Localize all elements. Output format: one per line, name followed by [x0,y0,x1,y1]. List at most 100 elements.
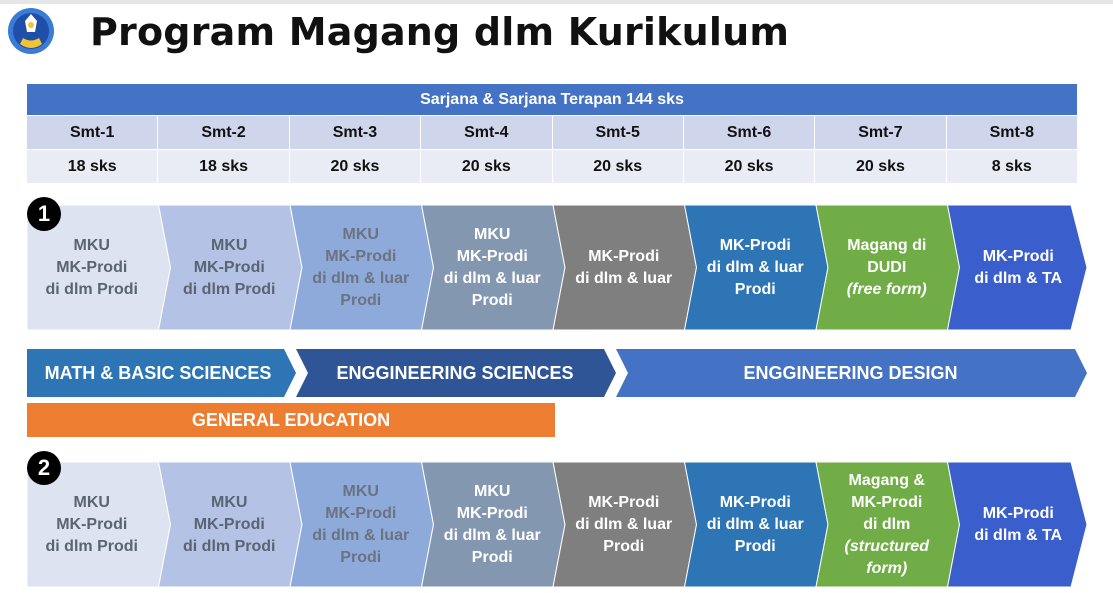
flow-block-line: Magang & [848,471,925,489]
sks-cell: 20 sks [552,150,684,183]
scheme-2-number-badge: 2 [27,451,61,485]
flow-block-line: Prodi [734,537,776,555]
sks-cell: 20 sks [815,150,947,183]
math-band [27,349,296,397]
flow-block-line: di dlm & luar [443,526,541,544]
flow-block-line: MK-Prodi [719,493,791,511]
flow-block-line: MKU [211,493,248,511]
flow-block-8: MK-Prodi di dlm & TA [954,462,1084,587]
flow-block-line: (structured [844,537,929,555]
flow-block-line: Prodi [471,291,513,309]
engineering-design-band-label: ENGGINEERING DESIGN [743,362,958,383]
math-band-label: MATH & BASIC SCIENCES [44,362,272,383]
flow-block-line: MKU [474,225,511,243]
flow-block-line: di dlm Prodi [45,537,138,555]
flow-block-line: di dlm & luar [706,515,804,533]
flow-block-line: MK-Prodi [982,504,1054,522]
sks-cell: 20 sks [421,150,553,183]
flow-block-line: MK-Prodi [193,515,265,533]
program-header: Sarjana & Sarjana Terapan 144 sks [27,84,1077,115]
flow-block-line: MKU [342,482,379,500]
flow-block-line: DUDI [867,258,907,276]
sks-row: 18 sks 18 sks 20 sks 20 sks 20 sks 20 sk… [27,150,1077,183]
flow-block-5: MK-Prodi di dlm & luar [559,205,689,330]
flow-block-1: MKU MK-Prodi di dlm Prodi [27,462,157,587]
flow-block-line: di dlm Prodi [183,537,276,555]
flow-block-line: di dlm & luar [312,526,410,544]
flow-block-line: MKU [474,482,511,500]
semester-cell: Smt-1 [27,116,159,149]
semester-cell: Smt-2 [158,116,290,149]
semester-cell: Smt-3 [289,116,422,149]
engineering-sciences-band [296,349,616,397]
semester-cell: Smt-4 [421,116,553,149]
flow-block-line: di dlm Prodi [183,280,276,298]
flow-block-line: MKU [73,236,110,254]
flow-block-line: (free form) [846,280,927,298]
flow-block-line: Prodi [603,537,645,555]
semester-cell: Smt-5 [552,116,684,149]
sks-cell: 18 sks [27,150,159,183]
flow-block-line: di dlm & TA [974,526,1063,544]
flow-block-line: MK-Prodi [719,236,791,254]
flow-block-line: MK-Prodi [325,247,397,265]
general-education-band: GENERAL EDUCATION [27,403,555,437]
semester-row: Smt-1 Smt-2 Smt-3 Smt-4 Smt-5 Smt-6 Smt-… [27,116,1077,149]
sks-cell: 18 sks [158,150,290,183]
page-title: Program Magang dlm Kurikulum [90,10,790,54]
logo-icon [8,8,54,54]
flow-block-shape [946,461,1088,588]
flow-block-2: MKU MK-Prodi di dlm Prodi [165,462,295,587]
flow-block-line: di dlm & luar [575,269,673,287]
top-divider [0,0,1113,4]
flow-block-line: di dlm & luar [706,258,804,276]
flow-block-line: di dlm & luar [575,515,673,533]
flow-block-line: MK-Prodi [56,515,128,533]
flow-block-line: di dlm & TA [974,269,1063,287]
flow-block-line: di dlm & luar [312,269,410,287]
sks-cell: 20 sks [683,150,816,183]
flow-block-2: MKU MK-Prodi di dlm Prodi [165,205,295,330]
scheme-1-number-badge: 1 [27,197,61,231]
flow-block-1: MKU MK-Prodi di dlm Prodi [27,205,157,330]
flow-block-line: MK-Prodi [193,258,265,276]
flow-block-line: MK-Prodi [325,504,397,522]
flow-block-line: Prodi [340,548,382,566]
flow-block-line: Prodi [340,291,382,309]
flow-block-line: MK-Prodi [588,247,660,265]
flow-block-shape [946,204,1088,331]
sks-cell: 8 sks [946,150,1077,183]
flow-block-line: MK-Prodi [588,493,660,511]
semester-cell: Smt-8 [946,116,1077,149]
flow-block-line: di dlm [863,515,911,533]
flow-block-line: Magang di [847,236,927,254]
engineering-sciences-band-label: ENGGINEERING SCIENCES [336,362,574,383]
sks-cell: 20 sks [289,150,422,183]
flow-block-line: MKU [342,225,379,243]
semester-cell: Smt-6 [683,116,816,149]
flow-block-line: di dlm Prodi [45,280,138,298]
flow-block-line: MK-Prodi [851,493,923,511]
flow-block-line: MKU [73,493,110,511]
flow-block-line: MK-Prodi [456,247,528,265]
flow-block-line: di dlm & luar [443,269,541,287]
flow-block-7: Magang & MK-Prodi di dlm (structured form) [822,462,952,587]
flow-block-line: MKU [211,236,248,254]
flow-block-line: MK-Prodi [56,258,128,276]
flow-block-line: Prodi [471,548,513,566]
semester-cell: Smt-7 [815,116,947,149]
flow-block-7: Magang di DUDI (free form) [822,205,952,330]
flow-block-line: form) [866,559,908,577]
